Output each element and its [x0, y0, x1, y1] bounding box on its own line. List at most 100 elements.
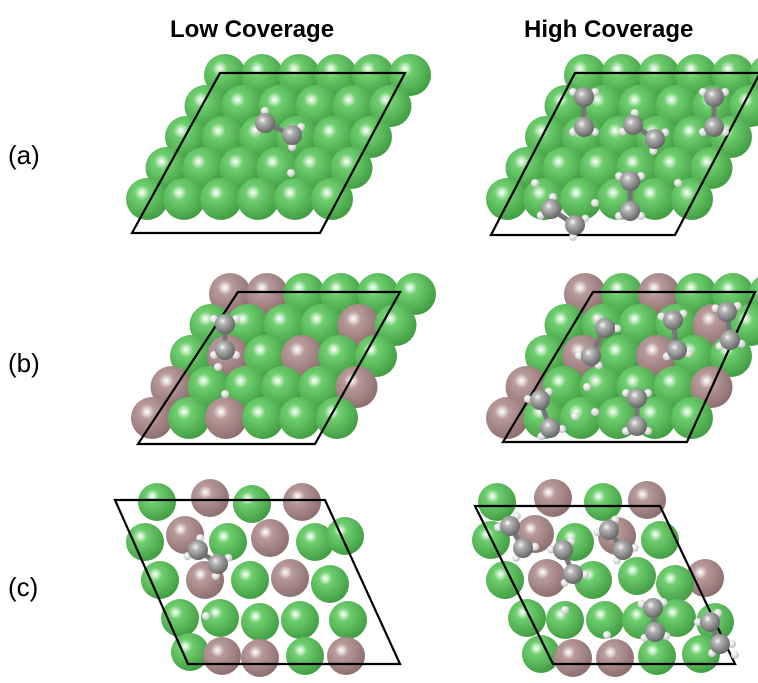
substrate-atom-green	[712, 54, 754, 96]
hydrogen-atom	[523, 394, 532, 403]
hydrogen-atom	[613, 324, 622, 333]
carbon-atom	[704, 87, 724, 107]
substrate-atom-green	[601, 54, 643, 96]
substrate-atom-green	[586, 601, 624, 639]
substrate-atom-green	[560, 178, 602, 220]
substrate-atom-green	[278, 54, 320, 96]
carbon-atom	[541, 199, 561, 219]
hydrogen-atom	[583, 383, 591, 391]
substrate-atom-green	[675, 273, 717, 315]
substrate-atom-green	[233, 485, 271, 523]
substrate-atom-green	[332, 85, 375, 127]
panel-c-high	[465, 479, 758, 680]
substrate-atom-green	[574, 561, 612, 599]
carbon-atom	[500, 516, 520, 536]
substrate-atom-green	[126, 523, 164, 561]
hydrogen-atom	[591, 199, 599, 207]
substrate-atom-mauve	[327, 637, 365, 675]
carbon-atom	[645, 129, 665, 149]
hydrogen-atom	[202, 612, 210, 620]
substrate-atom-green	[357, 273, 399, 315]
hydrogen-atom	[574, 351, 583, 360]
substrate-atom-green	[352, 54, 394, 96]
substrate-atom-green	[256, 147, 299, 189]
carbon-atom	[188, 540, 208, 560]
substrate-atom-green	[542, 366, 585, 408]
row-label-a: (a)	[8, 140, 40, 170]
substrate-atom-green	[315, 54, 357, 96]
substrate-atom-green	[525, 335, 567, 377]
substrate-atom-mauve	[191, 479, 229, 517]
substrate-atom-green	[330, 147, 373, 189]
structure-a-high	[486, 54, 758, 241]
hydrogen-atom	[493, 523, 502, 532]
substrate-atom-green	[241, 54, 283, 96]
hydrogen-atom	[214, 363, 222, 371]
substrate-atom-green	[656, 565, 694, 603]
hydrogen-atom	[581, 570, 590, 579]
substrate-atom-green	[618, 557, 656, 595]
substrate-atom-green	[168, 397, 210, 439]
substrate-atom-green	[653, 366, 696, 408]
substrate-atom-green	[542, 147, 585, 189]
carbon-atom	[565, 215, 585, 235]
substrate-atom-green	[224, 366, 267, 408]
column-header-low-coverage: Low Coverage	[170, 16, 335, 43]
unit-cell-outline	[113, 498, 402, 666]
substrate-atom-green	[163, 178, 205, 220]
substrate-atom-green	[601, 273, 643, 315]
substrate-atom-green	[298, 366, 341, 408]
substrate-atom-green	[655, 85, 698, 127]
substrate-atom-green	[478, 483, 516, 521]
carbon-atom	[645, 622, 665, 642]
carbon-atom	[553, 540, 573, 560]
substrate-atom-mauve	[131, 397, 173, 439]
substrate-atom-mauve	[554, 639, 592, 677]
carbon-atom	[663, 310, 683, 330]
substrate-atom-green	[204, 54, 246, 96]
hydrogen-atom	[531, 179, 539, 187]
substrate-atom-green	[313, 116, 355, 158]
substrate-atom-mauve	[628, 481, 666, 519]
substrate-atom-mauve	[209, 273, 251, 315]
substrate-atom-mauve	[246, 273, 288, 315]
hydrogen-atom	[287, 169, 295, 177]
substrate-atom-mauve	[203, 637, 241, 675]
substrate-atom-mauve	[281, 335, 323, 377]
unit-cell-outline	[473, 504, 737, 666]
structure-a-low	[126, 54, 431, 235]
structure-b-high	[486, 273, 758, 444]
substrate-atom-green	[244, 335, 286, 377]
hydrogen-atom	[571, 412, 579, 420]
unit-cell-outline	[489, 71, 758, 237]
carbon-atom	[667, 340, 687, 360]
carbon-atom	[574, 117, 594, 137]
carbon-atom	[620, 171, 640, 191]
carbon-atom	[563, 564, 583, 584]
substrate-atom-green	[653, 147, 696, 189]
carbon-atom	[720, 330, 740, 350]
substrate-atom-green	[182, 147, 225, 189]
substrate-atom-green	[618, 304, 661, 346]
substrate-atom-green	[226, 304, 269, 346]
carbon-atom	[530, 390, 550, 410]
substrate-atom-green	[279, 397, 321, 439]
panel-c-low	[110, 479, 410, 680]
substrate-atom-mauve	[528, 559, 566, 597]
substrate-atom-green	[242, 397, 284, 439]
substrate-atom-green	[749, 57, 758, 93]
substrate-atom-green	[311, 565, 349, 603]
substrate-atom-green	[638, 54, 680, 96]
substrate-atom-green	[486, 561, 524, 599]
carbon-atom	[215, 314, 235, 334]
substrate-atom-mauve	[205, 397, 247, 439]
hydrogen-atom	[260, 106, 269, 115]
substrate-atom-green	[641, 521, 679, 559]
substrate-atom-green	[171, 633, 209, 671]
hydrogen-atom	[674, 179, 682, 187]
carbon-atom	[581, 346, 601, 366]
carbon-atom	[599, 520, 619, 540]
carbon-atom	[700, 612, 720, 632]
substrate-atom-green	[658, 599, 696, 637]
